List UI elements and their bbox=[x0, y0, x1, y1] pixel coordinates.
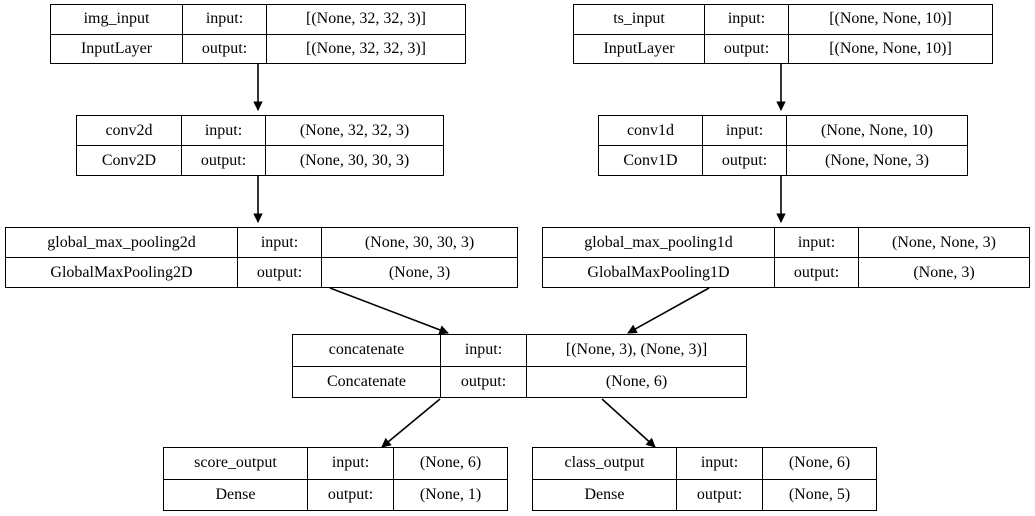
edge-global_max_pooling1d-concatenate bbox=[627, 287, 710, 334]
node-ts_input-output-shape: [(None, None, 10)] bbox=[829, 39, 952, 57]
node-global_max_pooling2d-input-label: input: bbox=[238, 228, 322, 257]
node-conv1d-name: conv1d bbox=[599, 116, 703, 145]
node-class_output-input-shape: (None, 6) bbox=[788, 454, 851, 472]
node-global_max_pooling1d-input-label: input: bbox=[775, 228, 859, 257]
node-conv1d-input-label: input: bbox=[703, 116, 787, 145]
node-class_output-input-label: input: bbox=[677, 448, 763, 479]
node-global_max_pooling2d-output-label: output: bbox=[238, 258, 322, 287]
node-ts_input-input-shape: [(None, None, 10)] bbox=[829, 10, 952, 28]
node-img_input-input-label: input: bbox=[183, 5, 267, 34]
node-class_output-class: Dense bbox=[533, 479, 677, 510]
node-global_max_pooling2d-name: global_max_pooling2d bbox=[6, 228, 238, 257]
node-global_max_pooling2d-output-shape: (None, 3) bbox=[388, 263, 451, 281]
node-concatenate-input-shape: [(None, 3), (None, 3)] bbox=[565, 341, 708, 359]
node-score_output-class: Dense bbox=[164, 479, 308, 510]
node-class_output-name: class_output bbox=[533, 448, 677, 479]
node-conv2d-class: Conv2D bbox=[77, 146, 182, 175]
node-conv2d-input-shape: (None, 32, 32, 3) bbox=[299, 121, 410, 139]
node-conv2d[interactable]: conv2d input: (None, 32, 32, 3) Conv2D o… bbox=[76, 115, 444, 176]
node-conv1d-class: Conv1D bbox=[599, 146, 703, 175]
node-img_input-class: InputLayer bbox=[51, 34, 183, 63]
node-ts_input-input-label: input: bbox=[705, 5, 789, 34]
node-global_max_pooling2d-class: GlobalMaxPooling2D bbox=[6, 258, 238, 287]
node-global_max_pooling2d[interactable]: global_max_pooling2d input: (None, 30, 3… bbox=[5, 227, 518, 288]
node-concatenate-class: Concatenate bbox=[293, 366, 441, 397]
node-ts_input-output-label: output: bbox=[705, 34, 789, 63]
node-global_max_pooling1d-class: GlobalMaxPooling1D bbox=[543, 258, 775, 287]
node-img_input-name: img_input bbox=[51, 5, 183, 34]
node-global_max_pooling1d[interactable]: global_max_pooling1d input: (None, None,… bbox=[542, 227, 1030, 288]
node-conv2d-name: conv2d bbox=[77, 116, 182, 145]
node-conv1d[interactable]: conv1d input: (None, None, 10) Conv1D ou… bbox=[598, 115, 968, 176]
node-class_output[interactable]: class_output input: (None, 6) Dense outp… bbox=[532, 447, 877, 511]
node-img_input[interactable]: img_input input: [(None, 32, 32, 3)] Inp… bbox=[50, 4, 466, 64]
node-conv1d-input-shape: (None, None, 10) bbox=[821, 121, 933, 139]
node-ts_input[interactable]: ts_input input: [(None, None, 10)] Input… bbox=[573, 4, 993, 64]
node-concatenate-output-label: output: bbox=[441, 366, 527, 397]
node-global_max_pooling1d-input-shape: (None, None, 3) bbox=[892, 233, 996, 251]
node-score_output-name: score_output bbox=[164, 448, 308, 479]
node-global_max_pooling1d-output-label: output: bbox=[775, 258, 859, 287]
edge-concatenate-class_output bbox=[601, 398, 656, 448]
node-global_max_pooling1d-name: global_max_pooling1d bbox=[543, 228, 775, 257]
node-global_max_pooling1d-output-shape: (None, 3) bbox=[913, 263, 975, 281]
node-score_output-input-label: input: bbox=[308, 448, 394, 479]
node-conv2d-output-shape: (None, 30, 30, 3) bbox=[299, 151, 410, 169]
node-conv1d-output-label: output: bbox=[703, 146, 787, 175]
node-concatenate[interactable]: concatenate input: [(None, 3), (None, 3)… bbox=[292, 334, 747, 398]
edge-concatenate-score_output bbox=[381, 398, 441, 448]
node-class_output-output-shape: (None, 5) bbox=[788, 485, 851, 503]
node-conv1d-output-shape: (None, None, 3) bbox=[825, 151, 929, 169]
node-concatenate-name: concatenate bbox=[293, 335, 441, 366]
node-class_output-output-label: output: bbox=[677, 479, 763, 510]
node-score_output-output-shape: (None, 1) bbox=[419, 485, 482, 503]
node-ts_input-class: InputLayer bbox=[574, 34, 705, 63]
node-conv2d-input-label: input: bbox=[182, 116, 266, 145]
node-score_output-output-label: output: bbox=[308, 479, 394, 510]
node-concatenate-input-label: input: bbox=[441, 335, 527, 366]
node-img_input-input-shape: [(None, 32, 32, 3)] bbox=[306, 10, 426, 28]
node-ts_input-name: ts_input bbox=[574, 5, 705, 34]
node-score_output-input-shape: (None, 6) bbox=[419, 454, 482, 472]
node-global_max_pooling2d-input-shape: (None, 30, 30, 3) bbox=[364, 233, 475, 251]
node-img_input-output-shape: [(None, 32, 32, 3)] bbox=[306, 39, 426, 57]
node-concatenate-output-shape: (None, 6) bbox=[605, 372, 668, 390]
node-img_input-output-label: output: bbox=[183, 34, 267, 63]
node-conv2d-output-label: output: bbox=[182, 146, 266, 175]
edge-global_max_pooling2d-concatenate bbox=[329, 287, 449, 335]
node-score_output[interactable]: score_output input: (None, 6) Dense outp… bbox=[163, 447, 508, 511]
